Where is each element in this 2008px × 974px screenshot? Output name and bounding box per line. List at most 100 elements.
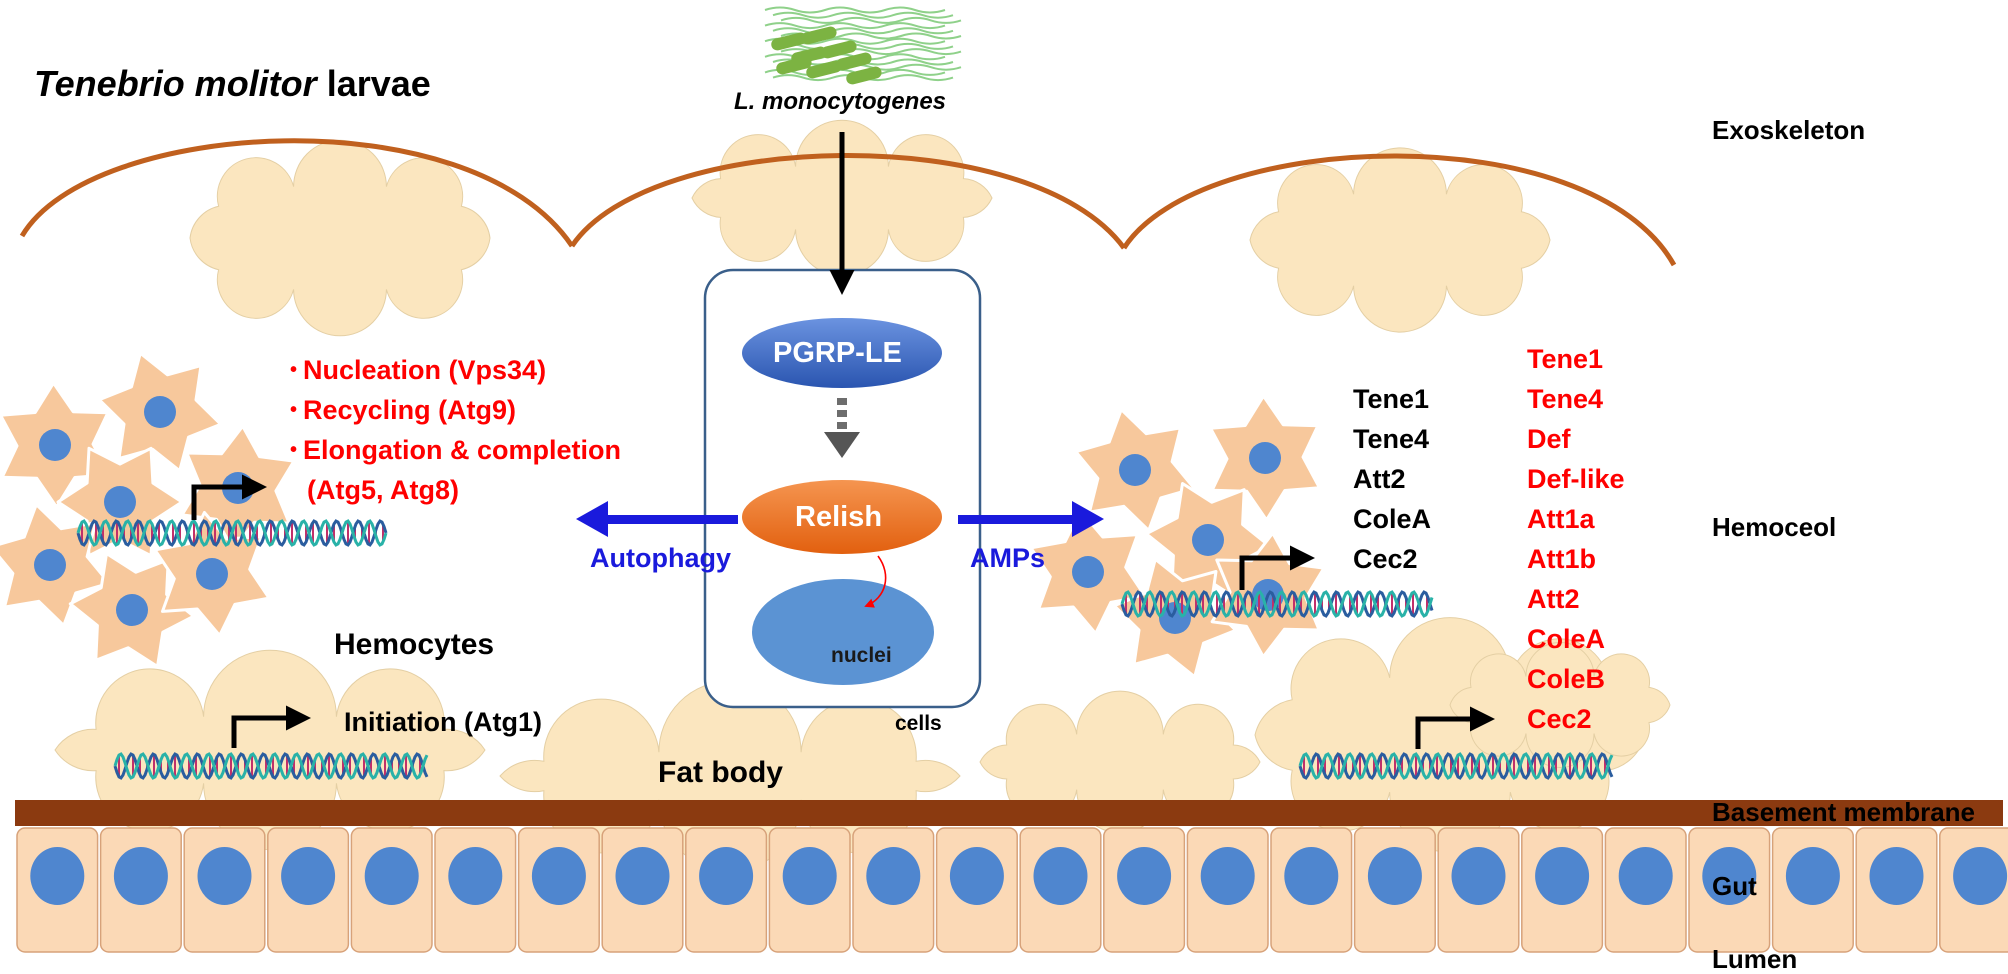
dna-strand <box>1120 590 1434 618</box>
dna-helix <box>76 519 388 547</box>
gut-cell-nucleus <box>1869 847 1924 905</box>
exoskeleton-arc-left <box>19 138 575 248</box>
bacterium-flagellum <box>780 16 962 24</box>
gut-cell <box>685 827 768 953</box>
dna-helix <box>113 752 429 780</box>
gut-cell <box>16 827 99 953</box>
layer-hemoceol: Hemoceol <box>1712 512 1837 542</box>
hemocyte-nucleus <box>144 396 176 428</box>
hemocyte-amp-list: Tene1 Tene4 Att2 ColeA Cec2 <box>1353 379 1431 579</box>
bacterium-rod <box>801 26 837 45</box>
autophagy-steps-list: •Nucleation (Vps34) •Recycling (Atg9) •E… <box>290 350 621 510</box>
tss-arrow-fatbody-right <box>1415 706 1495 749</box>
dna-helix <box>1298 752 1614 780</box>
gut-cell <box>768 827 851 953</box>
gut-cell <box>1771 827 1854 953</box>
layer-exoskeleton: Exoskeleton <box>1712 115 1866 145</box>
hemocyte-nucleus <box>116 594 148 626</box>
dna-strand <box>76 519 388 547</box>
hemocyte <box>97 351 223 473</box>
layer-gut: Gut <box>1712 871 1757 901</box>
gut-cell-nucleus <box>531 847 586 905</box>
amp-gene: Att1a <box>1527 504 1595 534</box>
initiation-label: Initiation (Atg1) <box>344 707 542 737</box>
receptor-label: PGRP-LE <box>773 337 902 369</box>
hemocyte-nucleus <box>1072 556 1104 588</box>
hemocyte <box>1209 394 1321 522</box>
bacterium-rod <box>836 52 872 71</box>
gut-cell-nucleus <box>281 847 336 905</box>
amp-gene: ColeA <box>1527 624 1606 654</box>
gut-cell <box>1437 827 1520 953</box>
amp-gene: Att1b <box>1527 544 1596 574</box>
autophagy-step: •Elongation & completion <box>290 435 622 465</box>
fat-body-cloud <box>54 649 486 851</box>
exoskeleton-cloud <box>1249 147 1551 333</box>
amp-gene: Tene1 <box>1353 384 1430 414</box>
gut-cell <box>434 827 517 953</box>
bacterium-flagellum <box>772 11 954 19</box>
gut-cell-nucleus <box>782 847 837 905</box>
dna-helix <box>1120 590 1434 618</box>
hemocytes-label: Hemocytes <box>334 628 495 661</box>
tss-arrow-hemocyte-left <box>191 474 267 520</box>
gut-cell-nucleus <box>1033 847 1088 905</box>
hemocyte-nucleus <box>104 486 136 518</box>
hemocyte-nucleus <box>39 429 71 461</box>
hemocyte-cluster-left <box>0 351 296 668</box>
gut-cell-nucleus <box>1535 847 1590 905</box>
gut-cell <box>1186 827 1269 953</box>
bacterium-flagellum <box>772 27 954 35</box>
gut-cell-nucleus <box>1451 847 1506 905</box>
bacterium-rod <box>776 56 812 75</box>
relish-label: Relish <box>795 501 883 533</box>
pathogen-label: L. monocytogenes <box>734 88 947 115</box>
bacterium-flagellum <box>764 22 946 30</box>
amps-label: AMPs <box>970 543 1046 573</box>
bacterium-flagellum <box>764 6 946 14</box>
amp-gene: Tene1 <box>1527 344 1604 374</box>
gut-cell-nucleus <box>1117 847 1172 905</box>
dna-strand <box>113 752 429 780</box>
gut-cell <box>1688 827 1771 953</box>
amp-gene: Tene4 <box>1527 384 1604 414</box>
bacteria-icon <box>764 6 962 85</box>
hemocyte-nucleus <box>1192 524 1224 556</box>
bacterium-rod <box>806 60 842 79</box>
gut-cell <box>1939 827 2008 953</box>
gut-cell-nucleus <box>113 847 168 905</box>
gut-cell <box>601 827 684 953</box>
autophagy-step: •Recycling (Atg9) <box>290 395 517 425</box>
gut-cell <box>1604 827 1687 953</box>
autophagy-label: Autophagy <box>590 543 731 573</box>
gut-cell-nucleus <box>615 847 670 905</box>
gut-cell-nucleus <box>197 847 252 905</box>
relish-node <box>742 480 942 554</box>
gut-cell-nucleus <box>1284 847 1339 905</box>
amp-gene: Def-like <box>1527 464 1625 494</box>
bacterium-flagellum <box>772 42 954 50</box>
exoskeleton-arc-right <box>1121 153 1677 267</box>
fatbody-amp-list: Tene1 Tene4 Def Def-like Att1a Att1b Att… <box>1527 339 1625 739</box>
gut-cell-nucleus <box>1200 847 1255 905</box>
gut-cell-nucleus <box>699 847 754 905</box>
gut-cell <box>1103 827 1186 953</box>
gut-cell-nucleus <box>866 847 921 905</box>
gut-cell-nucleus <box>949 847 1004 905</box>
hemocyte-nucleus <box>196 558 228 590</box>
diagram-title: Tenebrio molitor larvae <box>34 63 431 104</box>
gut-cell-nucleus <box>1785 847 1840 905</box>
tss-arrow-hemocyte-right <box>1239 545 1315 590</box>
cells-label: cells <box>895 712 942 735</box>
gut-epithelium <box>16 827 2008 953</box>
gut-cell-nucleus <box>448 847 503 905</box>
pgrp-le-node <box>742 318 942 388</box>
tss-arrow-fatbody-left <box>231 705 311 748</box>
gut-cell <box>1521 827 1604 953</box>
signal-arrow <box>824 398 860 458</box>
output-arrows <box>576 501 1104 537</box>
hemocyte <box>1029 509 1147 635</box>
gut-cell <box>1019 827 1102 953</box>
layer-lumen: Lumen <box>1712 944 1798 974</box>
